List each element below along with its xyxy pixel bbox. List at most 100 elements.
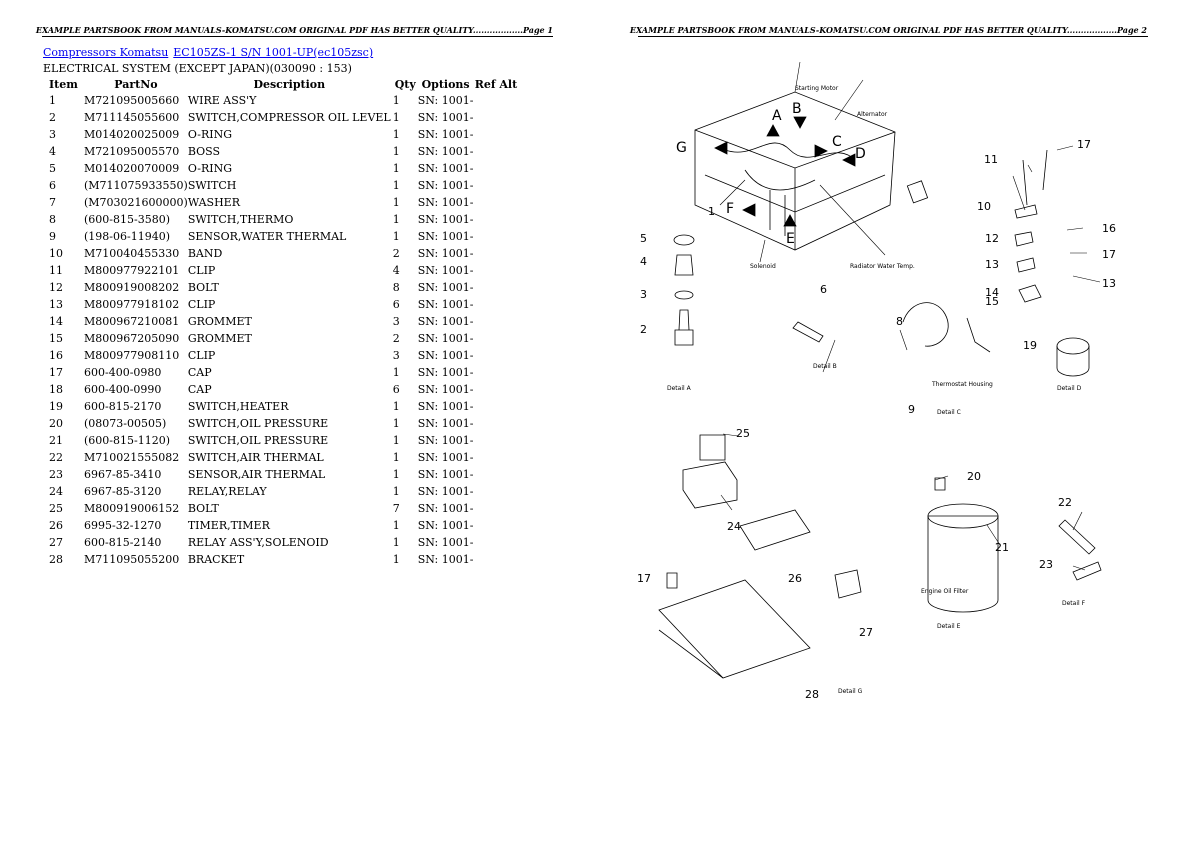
diagram-page: EXAMPLE PARTSBOOK FROM MANUALS-KOMATSU.C…: [595, 0, 1190, 842]
cell-partno: M800977908110: [84, 348, 180, 362]
cell-qty: 3: [392, 314, 400, 328]
view-letters: A B C D E F G: [676, 101, 866, 247]
cell-options: SN: 1001-: [417, 382, 474, 396]
cell-description: CLIP: [187, 297, 216, 311]
cell-partno: (08073-00505): [84, 416, 167, 430]
cell-ref-alt: [473, 109, 518, 126]
column-header-item: Item: [49, 77, 78, 91]
cell-description: BOSS: [187, 144, 221, 158]
callout-3: 3: [640, 288, 647, 301]
cell-qty: 1: [392, 178, 400, 192]
caption-detail-g: Detail G: [838, 688, 863, 695]
cell-item: 24: [49, 484, 63, 498]
cell-qty: 1: [392, 195, 400, 209]
callout-15: 15: [985, 295, 999, 308]
leader-lines: [719, 61, 1101, 571]
view-letter-c: C: [832, 134, 842, 150]
callout-13b: 13: [1102, 277, 1116, 290]
cell-item: 21: [49, 433, 63, 447]
cell-options: SN: 1001-: [417, 535, 474, 549]
cell-partno: 6967-85-3120: [84, 484, 162, 498]
cell-item: 19: [49, 399, 63, 413]
component-illustrations: [658, 149, 1102, 679]
cell-ref-alt: [473, 551, 518, 568]
caption-detail-e: Detail E: [937, 623, 961, 630]
cell-partno: 6967-85-3410: [84, 467, 162, 481]
cell-item: 20: [49, 416, 63, 430]
cell-description: O-RING: [187, 127, 233, 141]
cell-options: SN: 1001-: [417, 501, 474, 515]
callout-12: 12: [985, 232, 999, 245]
callout-23: 23: [1039, 558, 1053, 571]
cell-partno: M711145055600: [84, 110, 180, 124]
caption-detail-f: Detail F: [1062, 600, 1086, 607]
cell-options: SN: 1001-: [417, 127, 474, 141]
cell-description: BOLT: [187, 280, 219, 294]
cell-partno: (600-815-3580): [84, 212, 171, 226]
callout-1: 1: [708, 205, 715, 218]
cell-ref-alt: [473, 296, 518, 313]
diagram-captions: Starting Motor Alternator Solenoid Radia…: [667, 85, 1086, 695]
cell-options: SN: 1001-: [417, 399, 474, 413]
cell-item: 13: [49, 297, 63, 311]
cell-partno: 600-400-0990: [84, 382, 162, 396]
cell-item: 2: [49, 110, 56, 124]
caption-engine-oil-filter: Engine Oil Filter: [921, 588, 969, 595]
cell-ref-alt: [473, 177, 518, 194]
cell-item: 12: [49, 280, 63, 294]
cell-item: 1: [49, 93, 56, 107]
cell-ref-alt: [473, 228, 518, 245]
view-letter-a: A: [772, 108, 782, 124]
cell-description: SWITCH,AIR THERMAL: [187, 450, 324, 464]
breadcrumb-link-compressors[interactable]: Compressors Komatsu: [43, 46, 169, 59]
column-header-partno: PartNo: [114, 77, 158, 91]
cell-qty: 2: [392, 331, 400, 345]
cell-description: WIRE ASS'Y: [187, 93, 257, 107]
cell-partno: 600-400-0980: [84, 365, 162, 379]
callout-14: 14: [985, 286, 999, 299]
cell-ref-alt: [473, 517, 518, 534]
cell-qty: 1: [392, 212, 400, 226]
cell-options: SN: 1001-: [417, 365, 474, 379]
cell-ref-alt: [473, 245, 518, 262]
cell-item: 14: [49, 314, 63, 328]
cell-ref-alt: [473, 279, 518, 296]
cell-qty: 1: [392, 110, 400, 124]
callout-13: 13: [985, 258, 999, 271]
cell-qty: 2: [392, 246, 400, 260]
caption-thermostat-housing: Thermostat Housing: [931, 381, 993, 388]
cell-options: SN: 1001-: [417, 93, 474, 107]
cell-ref-alt: [473, 143, 518, 160]
cell-options: SN: 1001-: [417, 450, 474, 464]
cell-partno: M710040455330: [84, 246, 180, 260]
cell-partno: M800967205090: [84, 331, 180, 345]
cell-item: 15: [49, 331, 63, 345]
callout-9: 9: [908, 403, 915, 416]
cell-partno: (198-06-11940): [84, 229, 171, 243]
cell-options: SN: 1001-: [417, 195, 474, 209]
cell-description: SENSOR,AIR THERMAL: [187, 467, 326, 481]
cell-options: SN: 1001-: [417, 552, 474, 566]
cell-qty: 7: [392, 501, 400, 515]
cell-options: SN: 1001-: [417, 518, 474, 532]
cell-item: 18: [49, 382, 63, 396]
cell-description: RELAY ASS'Y,SOLENOID: [187, 535, 329, 549]
column-header-ref-alt: Ref Alt: [474, 77, 518, 91]
view-arrows: [714, 116, 856, 227]
caption-detail-d: Detail D: [1057, 385, 1082, 392]
cell-qty: 1: [392, 144, 400, 158]
parts-table: Item PartNo Description Qty Options Ref …: [43, 77, 518, 568]
view-letter-d: D: [855, 146, 866, 162]
callout-20: 20: [967, 470, 981, 483]
breadcrumb-link-model[interactable]: EC105ZS-1 S/N 1001-UP(ec105zsc): [173, 46, 374, 59]
callout-2: 2: [640, 323, 647, 336]
cell-ref-alt: [473, 92, 518, 109]
cell-description: SWITCH,COMPRESSOR OIL LEVEL: [187, 110, 391, 124]
